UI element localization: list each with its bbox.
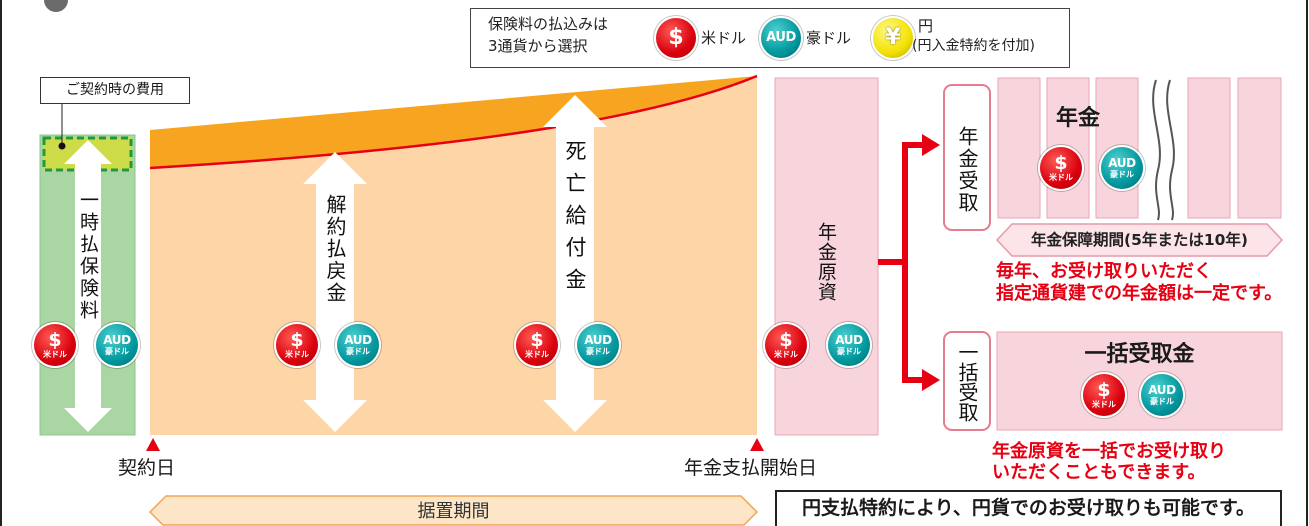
payout-start-label: 年金支払開始日	[684, 457, 818, 479]
lump-sum-box	[996, 331, 1283, 431]
usd-symbol: $	[779, 328, 793, 351]
guarantee-period-label: 年金保障期間(5年または10年)	[1030, 231, 1249, 249]
legend-jpy-label-line2: (円入金特約を付加)	[912, 38, 1035, 54]
annuity-fund-label: 年金原資	[815, 222, 837, 302]
header-partial-icon	[44, 0, 68, 12]
aud-coin-icon: AUD 豪ドル	[1141, 374, 1183, 416]
lump-sum-title: 一括受取金	[1084, 342, 1195, 367]
aud-name: 豪ドル	[1110, 170, 1134, 179]
usd-symbol: $	[668, 25, 684, 50]
arrowhead-to-annuity	[922, 134, 940, 156]
death-benefit-band	[150, 76, 757, 168]
dollar-coin-icon: $ 米ドル	[276, 324, 318, 366]
aud-coin-icon: AUD 豪ドル	[1101, 147, 1143, 189]
contract-cost-dot	[58, 142, 66, 150]
usd-name: 米ドル	[774, 349, 798, 359]
lump-sum-receive-box	[943, 331, 991, 431]
deferral-period-banner	[148, 495, 759, 526]
aud-name: 豪ドル	[105, 347, 129, 356]
premium-double-arrow	[64, 140, 112, 432]
lump-sum-receive-label: 一括受取	[955, 342, 979, 422]
connector-to-lump-sum	[902, 377, 926, 383]
dollar-coin-icon: $ 米ドル	[1040, 147, 1082, 189]
aud-name: 豪ドル	[1150, 397, 1174, 406]
aud-coin-icon: AUD 豪ドル	[337, 324, 379, 366]
aud-name: 豪ドル	[346, 347, 370, 356]
dollar-coin-icon: $	[656, 18, 696, 58]
dollar-coin-icon: $ 米ドル	[1083, 374, 1125, 416]
surrender-label: 解約払戻金	[323, 194, 347, 304]
usd-name: 米ドル	[43, 349, 67, 359]
aud-coin-icon: AUD 豪ドル	[577, 324, 619, 366]
dollar-coin-icon: $ 米ドル	[34, 324, 76, 366]
connector-vertical	[902, 142, 908, 383]
annuity-bar	[1237, 77, 1282, 219]
aud-symbol: AUD	[103, 333, 131, 347]
aud-name: 豪ドル	[586, 347, 610, 356]
legend-intro-line1: 保険料の払込みは	[488, 15, 609, 33]
payout-start-marker	[750, 438, 764, 451]
lump-sum-note-line2: いただくこともできます。	[992, 462, 1206, 483]
annuity-bar	[1095, 77, 1139, 219]
annuity-title: 年金	[1055, 106, 1100, 131]
premium-label: 一時払保険料	[77, 190, 99, 322]
aud-symbol: AUD	[766, 30, 796, 45]
dollar-coin-icon: $ 米ドル	[516, 324, 558, 366]
usd-name: 米ドル	[285, 349, 309, 359]
usd-symbol: $	[1097, 378, 1111, 401]
annuity-note-line1: 毎年、お受け取りいただく	[996, 261, 1212, 282]
aud-symbol: AUD	[344, 333, 372, 347]
jpy-symbol: ¥	[885, 25, 901, 50]
usd-name: 米ドル	[525, 349, 549, 359]
annuity-note-line2: 指定通貨建での年金額は一定です。	[996, 283, 1283, 304]
yen-payment-rider-note: 円支払特約により、円貨でのお受け取りも可能です。	[775, 490, 1282, 526]
legend-aud-label: 豪ドル	[806, 29, 852, 47]
dollar-coin-icon: $ 米ドル	[765, 324, 807, 366]
aud-symbol: AUD	[835, 333, 863, 347]
usd-name: 米ドル	[1092, 399, 1116, 409]
usd-symbol: $	[48, 328, 62, 351]
usd-symbol: $	[1054, 151, 1068, 174]
aud-name: 豪ドル	[837, 347, 861, 356]
currency-legend: 保険料の払込みは 3通貨から選択 $ 米ドル AUD 豪ドル ¥ 円 (円入金特…	[470, 8, 1070, 68]
connector-horizontal	[878, 259, 908, 265]
contract-cost-label: ご契約時の費用	[40, 77, 190, 104]
legend-intro-line2: 3通貨から選択	[488, 37, 588, 55]
usd-symbol: $	[530, 328, 544, 351]
aud-coin-icon: AUD	[761, 18, 801, 58]
usd-name: 米ドル	[1049, 172, 1073, 182]
death-benefit-label: 死亡給付金	[563, 140, 587, 300]
lump-sum-note-line1: 年金原資を一括でお受け取り	[992, 441, 1226, 462]
usd-symbol: $	[290, 328, 304, 351]
legend-jpy-label-line1: 円	[918, 17, 934, 35]
annuity-bar	[1187, 77, 1231, 219]
aud-symbol: AUD	[584, 333, 612, 347]
guarantee-period-banner	[995, 223, 1284, 257]
annuity-bar	[997, 77, 1041, 219]
connector-to-annuity	[902, 142, 926, 148]
annuity-receive-box	[943, 84, 991, 231]
contract-date-marker	[146, 438, 160, 451]
arrowhead-to-lump-sum	[922, 369, 940, 391]
aud-symbol: AUD	[1148, 383, 1176, 397]
annuity-receive-label: 年金受取	[955, 126, 979, 214]
aud-coin-icon: AUD 豪ドル	[828, 324, 870, 366]
surrender-value-curve	[149, 74, 758, 170]
yen-coin-icon: ¥	[873, 18, 913, 58]
legend-usd-label: 米ドル	[701, 29, 747, 47]
deferral-period-label: 据置期間	[417, 501, 490, 522]
annuity-fund-column	[774, 77, 879, 436]
omission-wave-line	[1152, 79, 1161, 221]
aud-coin-icon: AUD 豪ドル	[96, 324, 138, 366]
aud-symbol: AUD	[1108, 156, 1136, 170]
omission-wave-line	[1166, 79, 1175, 221]
contract-date-label: 契約日	[118, 457, 176, 479]
